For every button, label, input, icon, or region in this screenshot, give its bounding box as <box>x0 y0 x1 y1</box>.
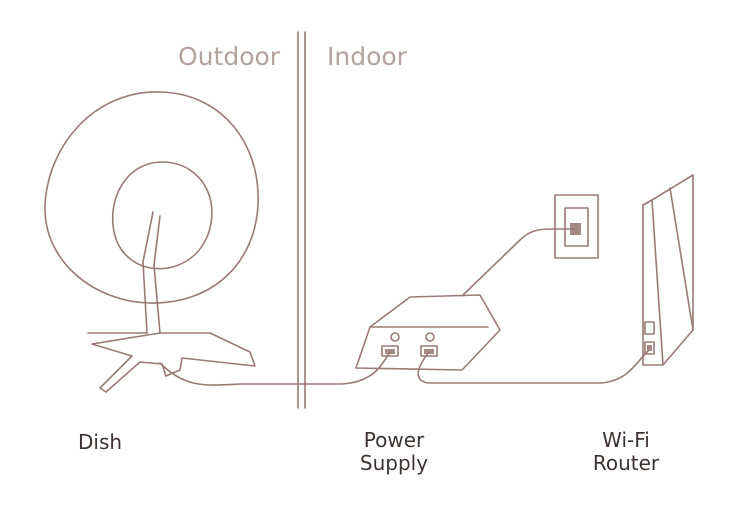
router-label-line1: Wi-Fi <box>602 428 650 452</box>
dish-label: Dish <box>78 430 123 454</box>
outlet-cable <box>461 228 576 297</box>
indoor-zone-label: Indoor <box>327 42 407 71</box>
power-supply-label-line1: Power <box>363 428 425 452</box>
outdoor-zone-label: Outdoor <box>178 42 281 71</box>
router-label-line2: Router <box>592 451 660 475</box>
router-cable <box>417 349 650 384</box>
wifi-router-icon <box>642 174 694 366</box>
power-supply-label: Power Supply <box>356 429 432 475</box>
router-label: Wi-Fi Router <box>584 429 668 475</box>
dish-cable <box>159 351 391 386</box>
power-supply-icon <box>355 294 501 371</box>
wall-divider <box>297 31 306 409</box>
satellite-dish-icon <box>44 91 259 393</box>
wall-outlet-icon <box>554 194 599 259</box>
power-supply-label-line2: Supply <box>359 451 429 475</box>
